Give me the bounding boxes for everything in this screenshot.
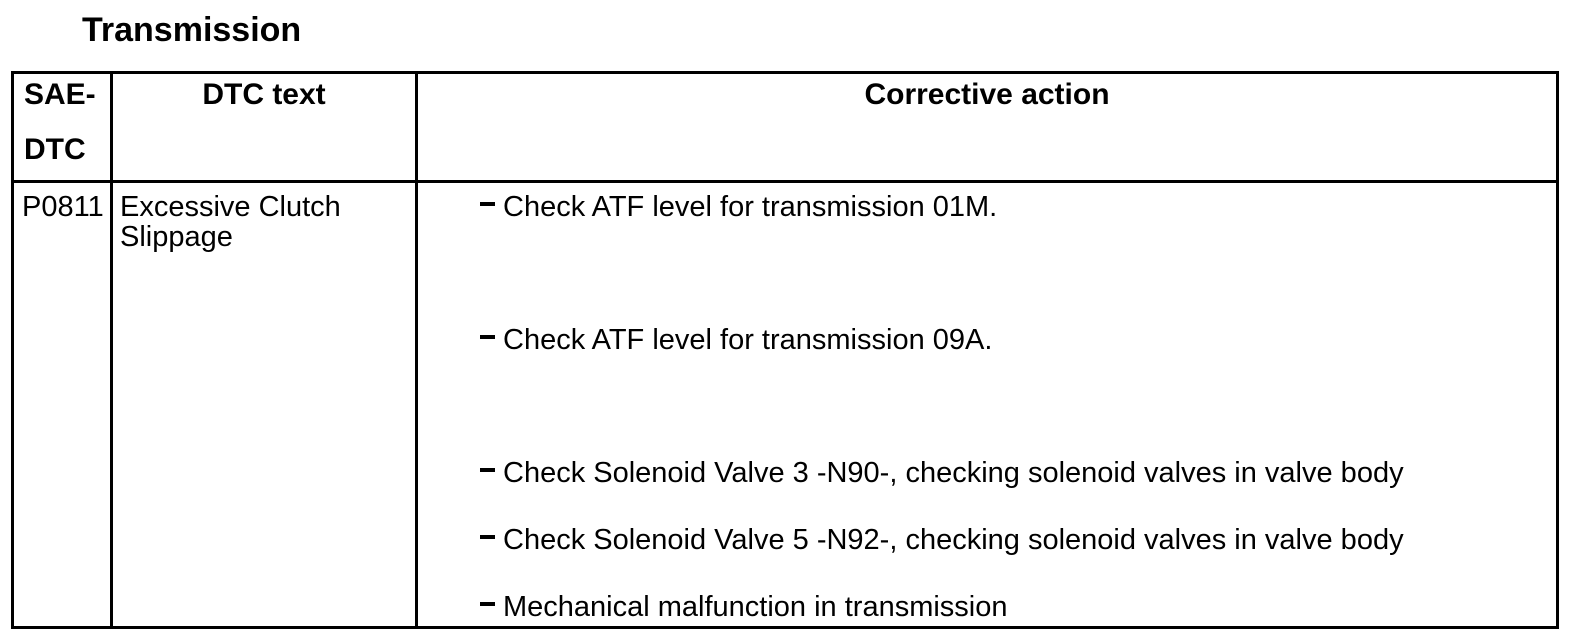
corrective-action-item: Check ATF level for transmission 09A. (480, 325, 1516, 355)
corrective-action-text: Mechanical malfunction in transmission (503, 591, 1008, 623)
header-sae-line: SAE- (24, 78, 96, 111)
corrective-action-text: Check ATF level for transmission 01M. (503, 191, 998, 223)
corrective-action-text: Check ATF level for transmission 09A. (503, 324, 993, 356)
header-cell-dtc-text: DTC text (113, 74, 418, 180)
cell-dtc-text: Excessive Clutch Slippage (113, 183, 418, 626)
dtc-table: SAE- DTC DTC text Corrective action P081… (11, 71, 1559, 629)
corrective-action-item: Check Solenoid Valve 3 -N90-, checking s… (480, 458, 1516, 488)
corrective-action-item: Mechanical malfunction in transmission (480, 592, 1516, 622)
header-cell-corrective-action: Corrective action (864, 78, 1110, 111)
corrective-action-item: Check ATF level for transmission 01M. (480, 192, 1516, 222)
cell-corrective-actions: Check ATF level for transmission 01M. Che… (418, 183, 1556, 626)
dash-bullet-icon (480, 202, 495, 206)
dash-bullet-icon (480, 468, 495, 472)
cell-sae-dtc-code: P0811 (14, 183, 113, 626)
dash-bullet-icon (480, 335, 495, 339)
corrective-action-text: Check Solenoid Valve 3 -N90-, checking s… (503, 457, 1404, 489)
page-title: Transmission (82, 11, 302, 49)
table-header-row: SAE- DTC DTC text Corrective action (14, 74, 1556, 183)
dash-bullet-icon (480, 602, 495, 606)
header-cell-sae-dtc: SAE- DTC (14, 74, 113, 180)
dash-bullet-icon (480, 535, 495, 539)
header-dtc-line: DTC (24, 133, 86, 166)
corrective-action-text: Check Solenoid Valve 5 -N92-, checking s… (503, 524, 1404, 556)
corrective-action-item: Check Solenoid Valve 5 -N92-, checking s… (480, 525, 1516, 555)
